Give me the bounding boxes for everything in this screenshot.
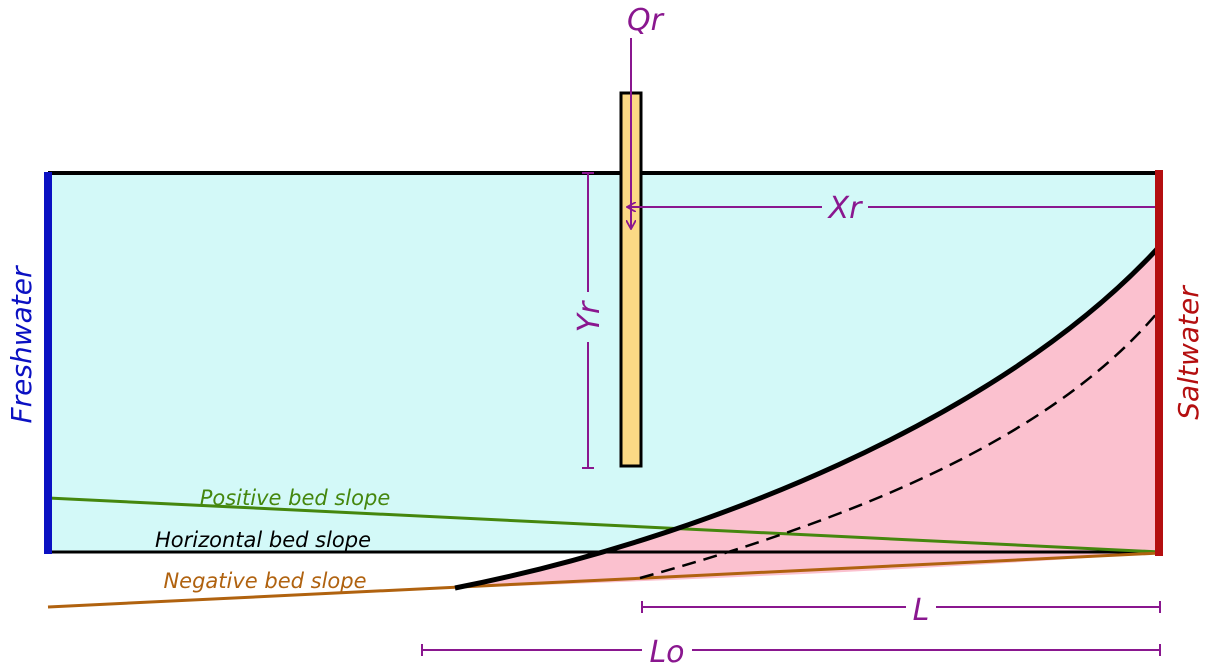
positive-bed-slope-line (47, 496, 1161, 554)
horizontal-bed-slope-label: Horizontal bed slope (155, 528, 371, 552)
xr-label-bg (822, 190, 868, 222)
l-label: L (913, 593, 930, 628)
negative-bed-slope-label: Negative bed slope (163, 569, 366, 593)
l-label-bg (906, 590, 936, 624)
xr-label: Xr (827, 191, 864, 226)
yr-label-bg (572, 292, 604, 342)
lo-label-bg (642, 634, 692, 668)
positive-bed-slope-label: Positive bed slope (200, 486, 391, 510)
freshwater-label: Freshwater (5, 265, 38, 423)
negative-bed-slope-line (47, 551, 1161, 609)
saltwater-interface-dashed-curve (639, 311, 1159, 580)
saltwater-interface-curve (454, 246, 1160, 591)
qr-label: Qr (627, 3, 665, 38)
saltwater-label: Saltwater (1172, 285, 1205, 420)
yr-label: Yr (572, 300, 607, 332)
lo-label: Lo (649, 635, 684, 670)
saltwater-wedge (455, 248, 1158, 588)
